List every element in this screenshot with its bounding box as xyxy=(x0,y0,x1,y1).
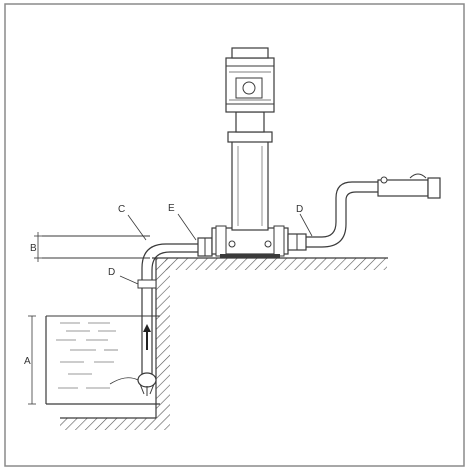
label-c: C xyxy=(118,204,125,215)
discharge-valve xyxy=(287,233,307,251)
flow-arrow-icon xyxy=(143,324,151,350)
discharge-pipe xyxy=(306,181,378,248)
leader-c xyxy=(127,214,147,241)
gate-valve-icon xyxy=(197,237,213,257)
dimension-b xyxy=(34,232,150,262)
label-a: A xyxy=(24,356,31,367)
leader-e xyxy=(177,213,197,241)
label-d-upper: D xyxy=(296,204,303,215)
suction-pipe xyxy=(141,243,208,378)
outlet-fitting xyxy=(377,173,441,199)
suction-valve-d xyxy=(119,275,157,289)
leader-d-upper xyxy=(299,213,313,237)
diagram-frame xyxy=(4,3,465,467)
foot-valve-icon xyxy=(109,372,157,396)
label-b: B xyxy=(30,243,37,254)
label-d-left: D xyxy=(108,267,115,278)
pump-motor-icon xyxy=(225,47,275,133)
dimension-a xyxy=(28,315,36,405)
label-e: E xyxy=(168,203,175,214)
ground-hatch xyxy=(60,257,388,430)
pump-body xyxy=(227,131,273,231)
pump-base xyxy=(211,225,289,258)
water-tank xyxy=(45,315,160,405)
